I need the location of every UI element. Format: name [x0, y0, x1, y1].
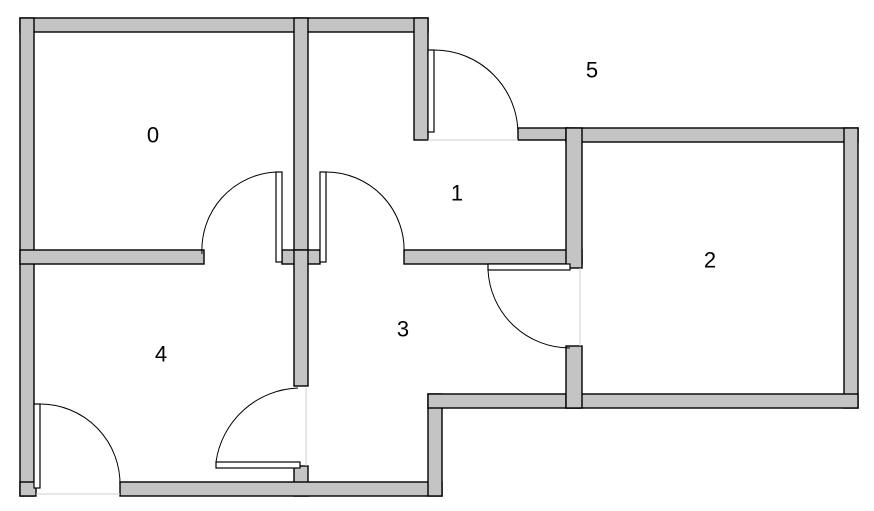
- wall-room0-room1: [293, 17, 309, 265]
- room-label-2: 2: [704, 248, 716, 273]
- doors: [33, 49, 581, 495]
- room-label-3: 3: [397, 317, 409, 342]
- wall-room2-top: [565, 127, 859, 143]
- wall-room1-entry-right: [517, 127, 569, 141]
- wall-top-left: [19, 17, 429, 33]
- room-label-0: 0: [147, 123, 159, 148]
- wall-room4-room3: [293, 249, 309, 387]
- door-entry: [427, 49, 519, 141]
- wall-bottom-left: [19, 481, 37, 497]
- wall-room0-room4: [19, 249, 205, 265]
- wall-room2-right: [843, 127, 859, 409]
- wall-room2-left-upper: [565, 127, 583, 269]
- door-room4-exterior: [33, 403, 121, 495]
- wall-room1-right-upper: [413, 17, 429, 141]
- room-label-5: 5: [586, 58, 598, 83]
- wall-room2-left-lower: [565, 345, 583, 409]
- wall-room1-room3: [403, 249, 583, 265]
- door-room4-room3: [215, 387, 307, 469]
- door-room2: [487, 263, 581, 349]
- wall-room3-lower-right: [427, 393, 443, 497]
- wall-room3-bottom-ledge: [427, 393, 581, 409]
- room-label-1: 1: [451, 181, 463, 206]
- wall-room2-bottom: [565, 393, 859, 409]
- room-labels: 0 1 2 3 4 5: [147, 58, 716, 367]
- door-room1: [319, 171, 405, 263]
- door-room0: [201, 171, 283, 263]
- room-label-4: 4: [155, 342, 167, 367]
- wall-bottom-right: [119, 481, 443, 497]
- walls: [19, 17, 859, 497]
